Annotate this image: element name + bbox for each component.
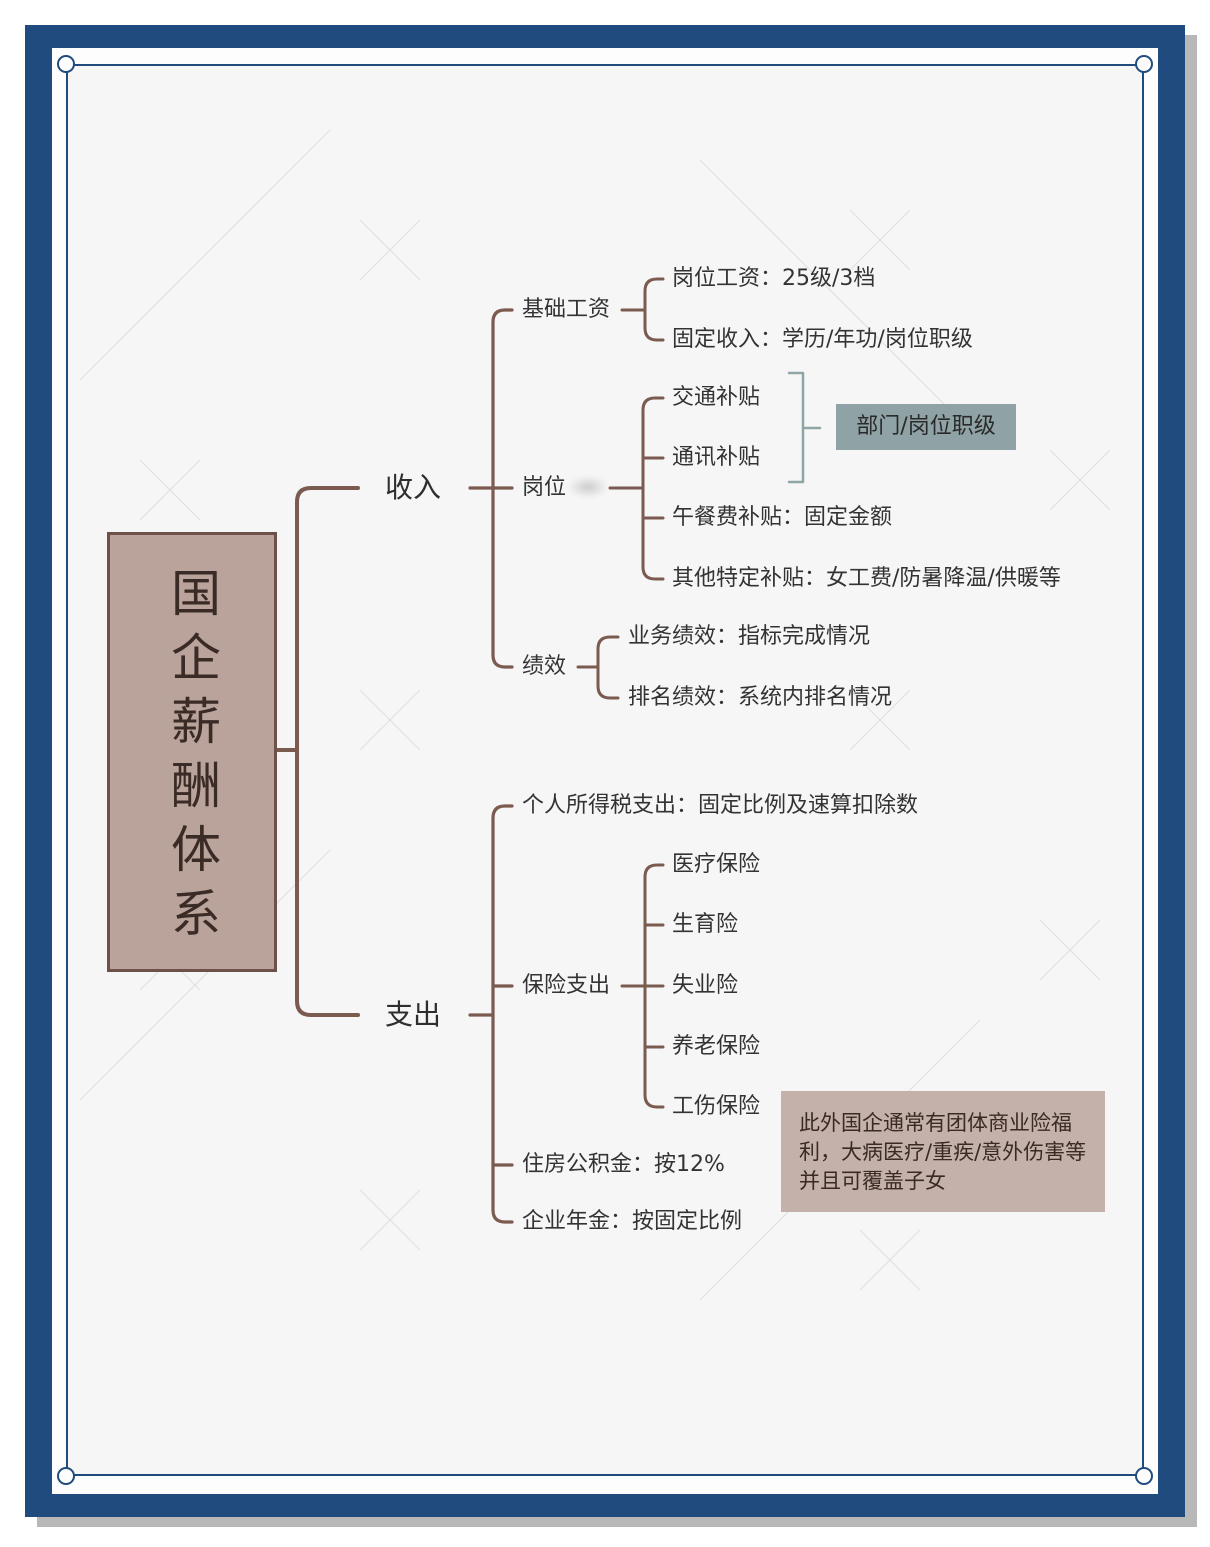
position-salary-node[interactable]: 岗位工资：25级/3档 xyxy=(672,266,876,291)
pension-insurance-node[interactable]: 养老保险 xyxy=(672,1034,761,1059)
business-performance-node[interactable]: 业务绩效：指标完成情况 xyxy=(628,624,871,649)
insurance-node[interactable]: 保险支出 xyxy=(522,973,611,998)
expense-node[interactable]: 支出 xyxy=(385,998,442,1031)
summary-node[interactable]: 部门/岗位职级 xyxy=(836,404,1016,450)
root-node[interactable]: 国企薪酬体系 xyxy=(107,532,277,972)
base-salary-bracket xyxy=(643,277,665,342)
root-node-label: 国企薪酬体系 xyxy=(163,567,221,951)
other-allowance-node[interactable]: 其他特定补贴：女工费/防暑降温/供暖等 xyxy=(672,566,1061,591)
performance-bracket xyxy=(596,635,620,700)
medical-insurance-node[interactable]: 医疗保险 xyxy=(672,852,761,877)
performance-node[interactable]: 绩效 xyxy=(522,654,567,679)
root-bracket xyxy=(295,486,360,1017)
lunch-allowance-node[interactable]: 午餐费补贴：固定金额 xyxy=(672,505,893,530)
note-callout[interactable]: 此外国企通常有团体商业险福利，大病医疗/重疾/意外伤害等并且可覆盖子女 xyxy=(781,1091,1105,1212)
expense-bracket xyxy=(491,804,514,1224)
annuity-node[interactable]: 企业年金：按固定比例 xyxy=(522,1209,743,1234)
corner-ornament xyxy=(57,55,75,73)
base-salary-node[interactable]: 基础工资 xyxy=(522,297,611,322)
ranking-performance-node[interactable]: 排名绩效：系统内排名情况 xyxy=(628,685,893,710)
injury-insurance-node[interactable]: 工伤保险 xyxy=(672,1094,761,1119)
watermark-smudge xyxy=(568,476,608,498)
telecom-allowance-node[interactable]: 通讯补贴 xyxy=(672,445,761,470)
housing-fund-node[interactable]: 住房公积金：按12% xyxy=(522,1152,725,1177)
insurance-bracket xyxy=(643,863,665,1109)
maternity-insurance-node[interactable]: 生育险 xyxy=(672,912,739,937)
corner-ornament xyxy=(1135,55,1153,73)
unemployment-insurance-node[interactable]: 失业险 xyxy=(672,973,739,998)
corner-ornament xyxy=(57,1467,75,1485)
income-node[interactable]: 收入 xyxy=(385,471,442,504)
position-allowance-node[interactable]: 岗位 xyxy=(522,475,567,500)
corner-ornament xyxy=(1135,1467,1153,1485)
position-bracket xyxy=(641,396,665,581)
fixed-income-node[interactable]: 固定收入：学历/年功/岗位职级 xyxy=(672,327,973,352)
income-bracket xyxy=(491,308,514,669)
transport-allowance-node[interactable]: 交通补贴 xyxy=(672,385,761,410)
summary-bracket xyxy=(787,371,805,484)
income-tax-node[interactable]: 个人所得税支出：固定比例及速算扣除数 xyxy=(522,793,919,818)
